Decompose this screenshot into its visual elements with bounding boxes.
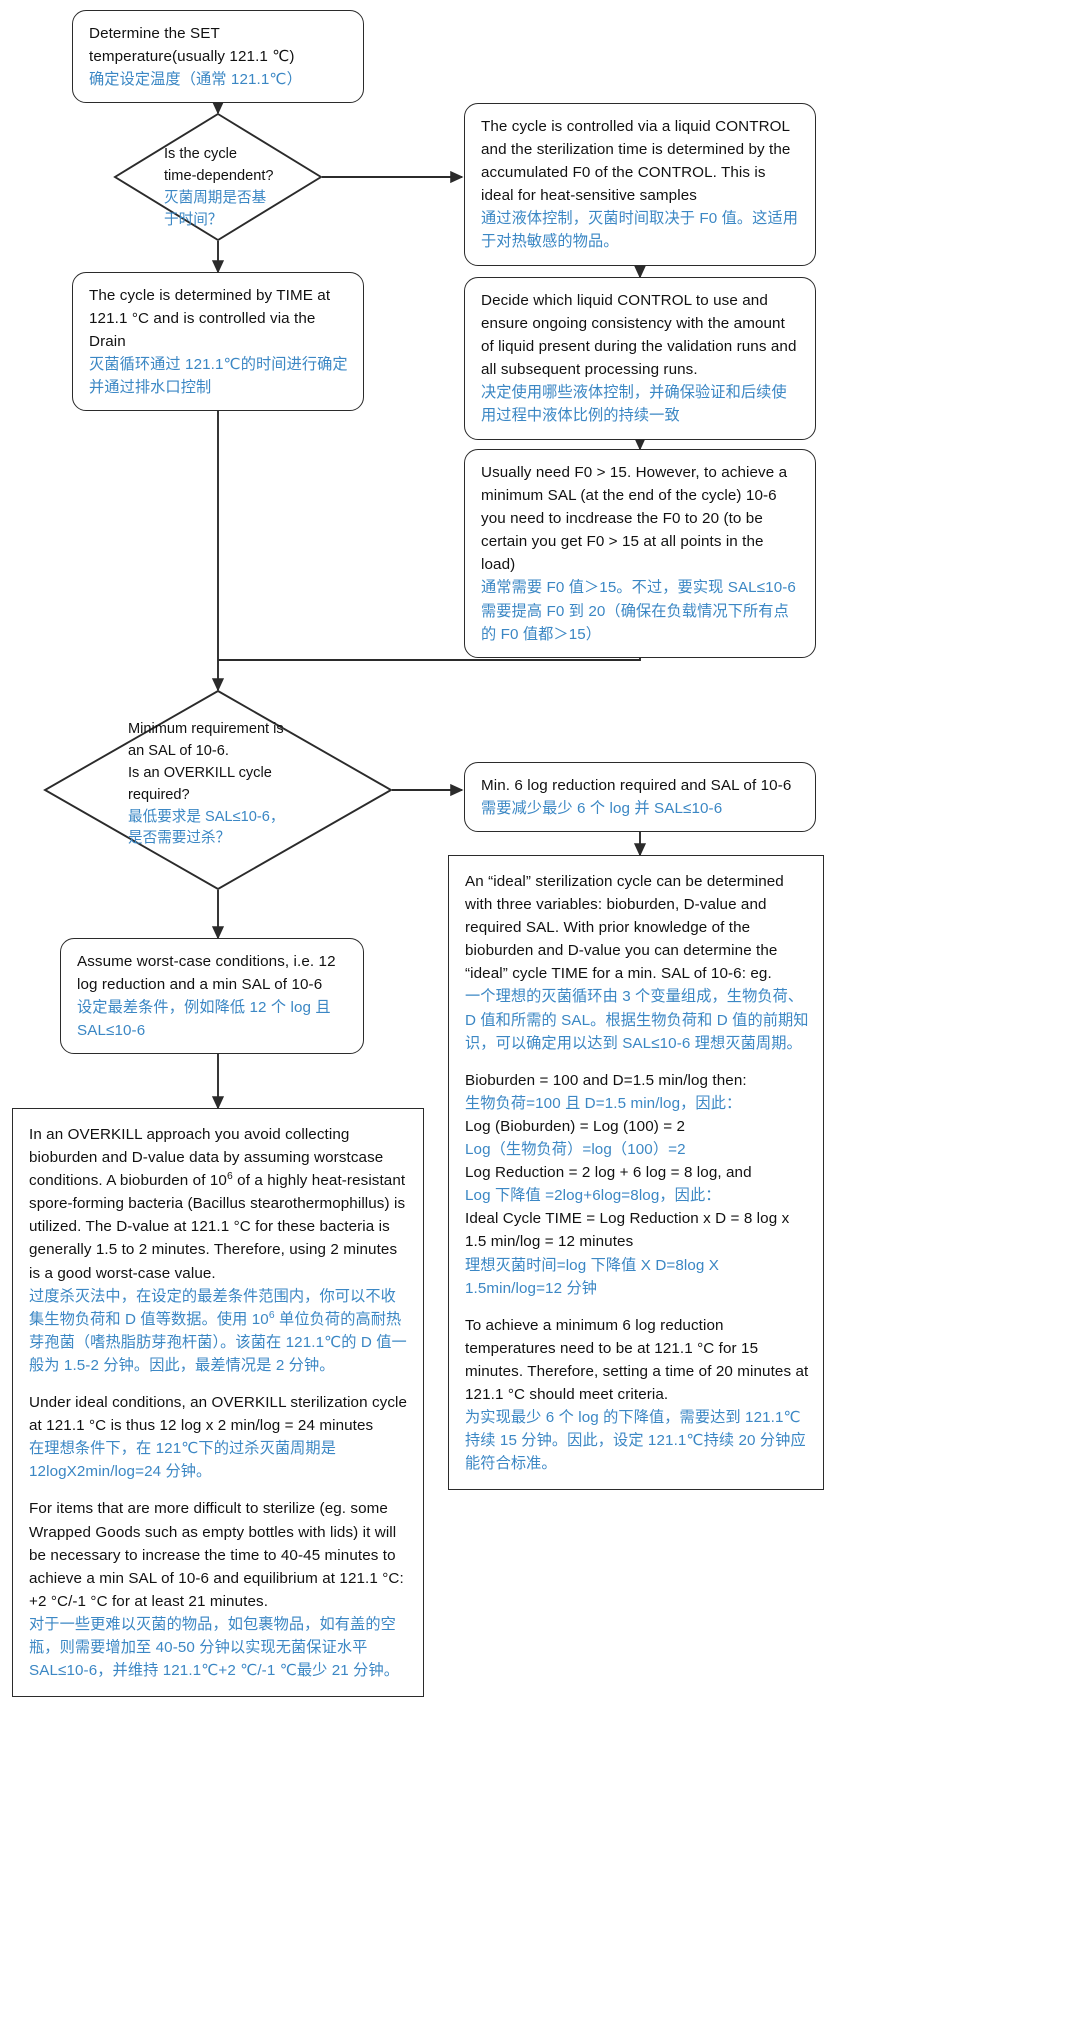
node-min-log-reduction[interactable]: Min. 6 log reduction required and SAL of… (464, 762, 816, 833)
overkill-p1-zh-sup: 6 (268, 1309, 275, 1321)
node-time-drain[interactable]: The cycle is determined by TIME at 121.1… (72, 272, 364, 412)
min-log-en: Min. 6 log reduction required and SAL of… (481, 777, 792, 794)
spacer-2 (465, 1300, 809, 1314)
overkill-p1-en: In an OVERKILL approach you avoid collec… (29, 1123, 409, 1285)
decision-overkill-en-3: Is an OVERKILL cycle (128, 764, 272, 781)
decision-time-zh-2: 于时间？ (164, 211, 223, 228)
ideal-calc-2-en: Log (Bioburden) = Log (100) = 2 (465, 1117, 686, 1135)
decision-overkill-required[interactable]: Minimum requirement is an SAL of 10-6. I… (43, 689, 393, 891)
decision-time-en-2: time-dependent? (164, 167, 274, 184)
ideal-cycle-p3-en: To achieve a minimum 6 log reduction tem… (465, 1316, 809, 1403)
decide-control-en: Decide which liquid CONTROL to use and e… (481, 292, 797, 379)
decision-overkill-zh-1: 最低要求是 SAL≤10-6， (128, 808, 285, 825)
node-worst-case[interactable]: Assume worst-case conditions, i.e. 12 lo… (60, 938, 364, 1055)
f0-requirement-en: Usually need F0 > 15. However, to achiev… (481, 464, 788, 574)
decision-overkill-en-4: required? (128, 786, 190, 803)
overkill-p3-zh: 对于一些更难以灭菌的物品，如包裹物品，如有盖的空瓶，则需要增加至 40-50 分… (29, 1615, 400, 1680)
overkill-p1-zh: 过度杀灭法中，在设定的最差条件范围内，你可以不收集生物负荷和 D 值等数据。使用… (29, 1285, 409, 1377)
overkill-p2-zh: 在理想条件下，在 121℃下的过杀灭菌周期是 12logX2min/log=24… (29, 1440, 337, 1481)
decision-time-en-1: Is the cycle (164, 146, 237, 162)
time-drain-zh: 灭菌循环通过 121.1℃的时间进行确定并通过排水口控制 (89, 356, 348, 397)
decision-overkill-text: Minimum requirement is an SAL of 10-6. I… (128, 719, 378, 850)
decision-time-dependent[interactable]: Is the cycle time-dependent? 灭菌周期是否基 于时间… (113, 112, 324, 242)
ideal-calc-1-en: Bioburden = 100 and D=1.5 min/log then: (465, 1071, 747, 1089)
node-overkill-detail[interactable]: In an OVERKILL approach you avoid collec… (12, 1108, 424, 1698)
ideal-calc-2-zh: Log（生物负荷）=log（100）=2 (465, 1141, 686, 1159)
ideal-cycle-p1-en: An “ideal” sterilization cycle can be de… (465, 873, 784, 983)
ideal-calc-4-zh: 理想灭菌时间=log 下降值 X D=8log X 1.5min/log=12 … (465, 1256, 720, 1297)
ideal-calc-3-zh: Log 下降值 =2log+6log=8log，因此： (465, 1187, 721, 1205)
spacer-3 (29, 1377, 409, 1391)
ideal-calc-4-en: Ideal Cycle TIME = Log Reduction x D = 8… (465, 1210, 790, 1251)
ideal-calc-1-zh: 生物负荷=100 且 D=1.5 min/log，因此： (465, 1094, 742, 1112)
node-liquid-control[interactable]: The cycle is controlled via a liquid CON… (464, 103, 816, 266)
worst-case-en: Assume worst-case conditions, i.e. 12 lo… (77, 953, 336, 994)
decision-time-zh-1: 灭菌周期是否基 (164, 189, 267, 206)
diamond-shape-overkill (43, 689, 393, 891)
f0-requirement-zh: 通常需要 F0 值＞15。不过，要实现 SAL≤10-6 需要提高 F0 到 2… (481, 579, 796, 643)
decision-overkill-zh-2: 是否需要过杀？ (128, 830, 231, 847)
overkill-p2-en: Under ideal conditions, an OVERKILL ster… (29, 1394, 408, 1435)
liquid-control-zh: 通过液体控制，灭菌时间取决于 F0 值。这适用于对热敏感的物品。 (481, 210, 799, 251)
node-f0-requirement[interactable]: Usually need F0 > 15. However, to achiev… (464, 449, 816, 658)
overkill-p1-en-b: of a highly heat-resistant spore-forming… (29, 1172, 406, 1282)
decision-time-text: Is the cycle time-dependent? 灭菌周期是否基 于时间… (164, 144, 324, 232)
overkill-p1-zh-a: 过度杀灭法中，在设定的最差条件范围内，你可以不收集生物负荷和 D 值等数据。使用… (29, 1287, 396, 1328)
worst-case-zh: 设定最差条件，例如降低 12 个 log 且 SAL≤10-6 (77, 999, 331, 1040)
spacer-1 (465, 1055, 809, 1069)
spacer-4 (29, 1483, 409, 1497)
decision-overkill-en-1: Minimum requirement is (128, 721, 284, 737)
decide-control-zh: 决定使用哪些液体控制，并确保验证和后续使用过程中液体比例的持续一致 (481, 384, 787, 425)
decision-overkill-en-2: an SAL of 10-6. (128, 742, 229, 759)
ideal-calc-3-en: Log Reduction = 2 log + 6 log = 8 log, a… (465, 1164, 752, 1182)
time-drain-en: The cycle is determined by TIME at 121.1… (89, 287, 331, 351)
overkill-p1-en-sup: 6 (226, 1171, 233, 1183)
ideal-cycle-p3-zh: 为实现最少 6 个 log 的下降值，需要达到 121.1℃持续 15 分钟。因… (465, 1409, 806, 1473)
set-temp-zh: 确定设定温度（通常 121.1℃） (89, 71, 302, 89)
liquid-control-en: The cycle is controlled via a liquid CON… (481, 118, 791, 205)
overkill-p1-en-a: In an OVERKILL approach you avoid collec… (29, 1126, 384, 1190)
min-log-zh: 需要减少最少 6 个 log 并 SAL≤10-6 (481, 800, 723, 818)
ideal-cycle-p1-zh: 一个理想的灭菌循环由 3 个变量组成，生物负荷、D 值和所需的 SAL。根据生物… (465, 988, 809, 1052)
overkill-p3-en: For items that are more difficult to ste… (29, 1500, 404, 1610)
diamond-shape-time (113, 112, 323, 242)
overkill-p1-zh-b: 单位负荷的高耐热芽孢菌（嗜热脂肪芽孢杆菌）。该菌在 121.1℃的 D 值一般为… (29, 1310, 407, 1374)
node-ideal-cycle-detail[interactable]: An “ideal” sterilization cycle can be de… (448, 855, 824, 1491)
node-set-temperature[interactable]: Determine the SET temperature(usually 12… (72, 10, 364, 104)
node-decide-control[interactable]: Decide which liquid CONTROL to use and e… (464, 277, 816, 440)
set-temp-en: Determine the SET temperature(usually 12… (89, 25, 295, 66)
